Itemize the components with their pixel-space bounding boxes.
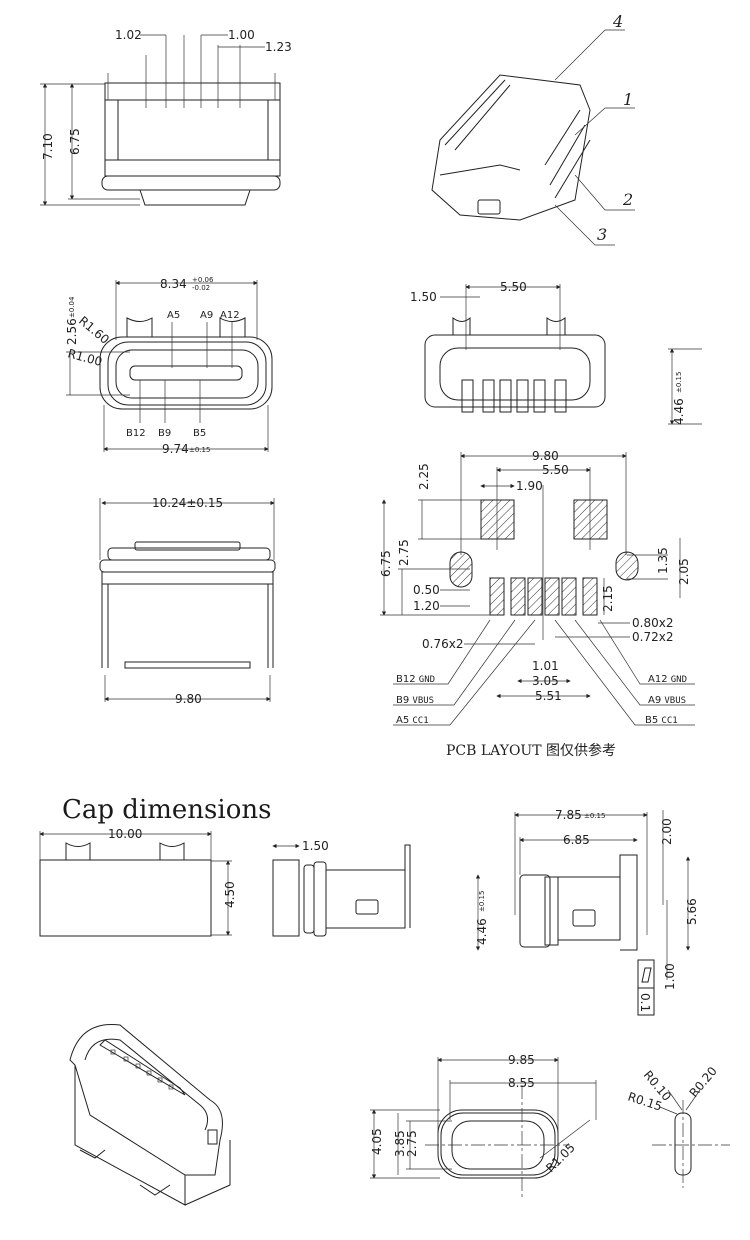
dim-cap-width: 10.00	[108, 827, 142, 841]
dim-span-inner: 3.05	[532, 674, 559, 688]
front-view: 8.34 +0.06 -0.02 9.74 ±0.15 2.56 ±0.04 R…	[65, 276, 273, 456]
dim-height: 2.56	[65, 318, 79, 345]
dim-cap-overall-h: 5.66	[685, 898, 699, 925]
dim-pitch-right: 1.00	[228, 28, 255, 42]
dim-outer-width: 9.74	[162, 442, 189, 456]
dim-tab-spacing: 5.50	[500, 280, 527, 294]
pin-b9: B9	[158, 428, 171, 439]
dim-total-height: 6.75	[379, 550, 393, 577]
dim-rear-height: 4.46	[672, 398, 686, 425]
dim-cap-tab-gap: 1.00	[663, 963, 677, 990]
dim-cap-height: 4.50	[223, 881, 237, 908]
dim-tab-width: 1.50	[410, 290, 437, 304]
dim-slot-outer: 1.20	[413, 599, 440, 613]
dim-pad-spacing: 5.50	[542, 463, 569, 477]
pcb-layout: 9.80 5.50 1.90 2.25 6.75 2.75 0.50 1.20 …	[379, 449, 695, 759]
dim-radius-inner: R1.00	[66, 346, 103, 369]
dim-pin-pad-height: 2.15	[601, 585, 615, 612]
cap-side-view: 1.50	[272, 839, 411, 937]
dim-radius-outer: R1.60	[76, 314, 112, 347]
svg-text:±0.15: ±0.15	[584, 812, 605, 820]
dim-ring-inner-w: 8.55	[508, 1076, 535, 1090]
svg-text:+0.06: +0.06	[192, 276, 214, 284]
svg-text:±0.15: ±0.15	[675, 372, 683, 393]
pin-a9: A9	[200, 310, 213, 321]
pin-b5: B5	[193, 428, 206, 439]
dim-pitch-center: 1.01	[532, 659, 559, 673]
ring-section-view: R0.10 R0.20 R0.15	[626, 1064, 730, 1188]
svg-text:±0.04: ±0.04	[68, 296, 76, 318]
dim-leg-spacing: 9.80	[175, 692, 202, 706]
pcb-caption: PCB LAYOUT 图仅供参考	[446, 742, 616, 759]
dim-height-body: 6.75	[68, 128, 82, 155]
dim-outer-pad-w: 0.80x2	[632, 616, 673, 630]
callout-3: 3	[597, 225, 607, 244]
pcb-label-a12: A12 GND	[648, 674, 687, 685]
dim-ring-r020: R0.20	[687, 1064, 720, 1100]
iso-view-bottom	[69, 1023, 231, 1206]
cap-section-title: Cap dimensions	[62, 795, 271, 825]
svg-text:±0.15: ±0.15	[478, 891, 486, 912]
callout-2: 2	[622, 190, 633, 209]
dim-slot-right-h: 1.35	[656, 547, 670, 574]
callout-4: 4	[612, 12, 623, 31]
dim-height-total: 7.10	[41, 133, 55, 160]
callout-1: 1	[623, 90, 633, 109]
dim-slot-offset: 2.75	[397, 539, 411, 566]
flatness-tolerance: 0.1	[638, 993, 652, 1012]
rear-view: 5.50 1.50 4.46 ±0.15	[410, 280, 702, 425]
dim-side-width: 10.24±0.15	[152, 496, 223, 510]
dim-inner-width: 8.34	[160, 277, 187, 291]
top-view: 1.02 1.00 1.23 7.10 6.75	[40, 28, 292, 206]
dim-cap-tab-h: 2.00	[660, 818, 674, 845]
dim-slot-width: 0.50	[413, 583, 440, 597]
pcb-label-a9: A9 VBUS	[648, 695, 686, 706]
pcb-slot-left	[449, 551, 473, 588]
dim-cap-profile-height: 4.46	[475, 918, 489, 945]
pcb-label-b12: B12 GND	[396, 674, 435, 685]
pcb-label-a5: A5 CC1	[396, 715, 429, 726]
pin-a12: A12	[220, 310, 240, 321]
dim-inner-pad-w: 0.76x2	[422, 637, 463, 651]
cap-profile-view: 7.85 ±0.15 6.85 4.46 ±0.15 2.00 5.66 1.0…	[475, 808, 699, 1016]
iso-view: 4 1 2 3	[431, 12, 635, 246]
dim-span-outer: 5.51	[535, 689, 562, 703]
dim-mid-pad-w: 0.72x2	[632, 630, 673, 644]
dim-offset: 1.23	[265, 40, 292, 54]
pin-b12: B12	[126, 428, 146, 439]
dim-slot-right-total: 2.05	[677, 558, 691, 585]
dim-cap-length: 7.85	[555, 808, 582, 822]
dim-pad-width: 1.90	[516, 479, 543, 493]
pin-a5: A5	[167, 310, 180, 321]
dim-ring-outer-w: 9.85	[508, 1053, 535, 1067]
rear-pins	[461, 379, 567, 413]
side-view: 10.24±0.15 9.80	[99, 496, 276, 706]
pcb-pad-left	[480, 499, 515, 540]
pcb-label-b5: B5 CC1	[645, 715, 678, 726]
pcb-pad-right	[573, 499, 608, 540]
dim-pad-height: 2.25	[417, 463, 431, 490]
pcb-label-b9: B9 VBUS	[396, 695, 434, 706]
cap-front-view: 10.00 4.50	[39, 827, 237, 937]
dim-ring-outer-h: 4.05	[370, 1128, 384, 1155]
pcb-slot-right	[615, 551, 639, 581]
dim-pitch-left: 1.02	[115, 28, 142, 42]
dim-ring-radius: R1.05	[543, 1140, 578, 1175]
svg-text:-0.02: -0.02	[192, 284, 210, 292]
dim-ring-inner-h: 2.75	[405, 1130, 419, 1157]
dim-cap-body-length: 6.85	[563, 833, 590, 847]
dim-ring-mid-h: 3.85	[393, 1130, 407, 1157]
ring-view: 9.85 8.55 4.05 3.85 2.75 R1.05	[370, 1053, 597, 1200]
dim-cap-thickness: 1.50	[302, 839, 329, 853]
dim-pcb-width: 9.80	[532, 449, 559, 463]
svg-text:±0.15: ±0.15	[189, 446, 210, 454]
